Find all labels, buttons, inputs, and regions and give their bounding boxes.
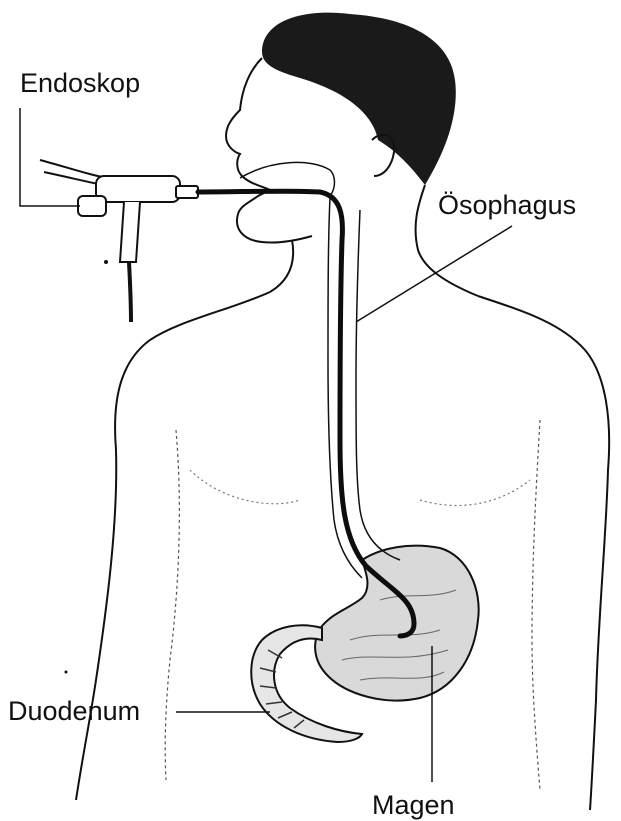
hair [262,13,456,185]
speck [104,260,108,264]
endoscope-handle [120,202,140,262]
head-outline [226,58,312,243]
torso-right [478,296,609,810]
label-endoskop: Endoskop [20,70,140,97]
label-duodenum: Duodenum [8,698,140,725]
endoscope-handle-cable [129,262,131,322]
chest-right [420,480,530,506]
esophagus-right-wall [356,210,400,560]
neck-front [270,240,293,292]
endoskop-leader-line [20,108,80,206]
stomach [315,546,479,701]
endoscope-eyepiece [78,196,106,216]
endoscope-connector [176,186,198,198]
label-magen: Magen [372,792,455,819]
label-oesophagus: Ösophagus [438,192,576,219]
left-arm-inner [165,430,179,780]
oesophagus-leader-line [356,226,512,322]
speck [65,671,68,674]
endoscope-body [96,176,180,202]
right-arm-inner [532,420,540,790]
chest-left [190,470,300,504]
